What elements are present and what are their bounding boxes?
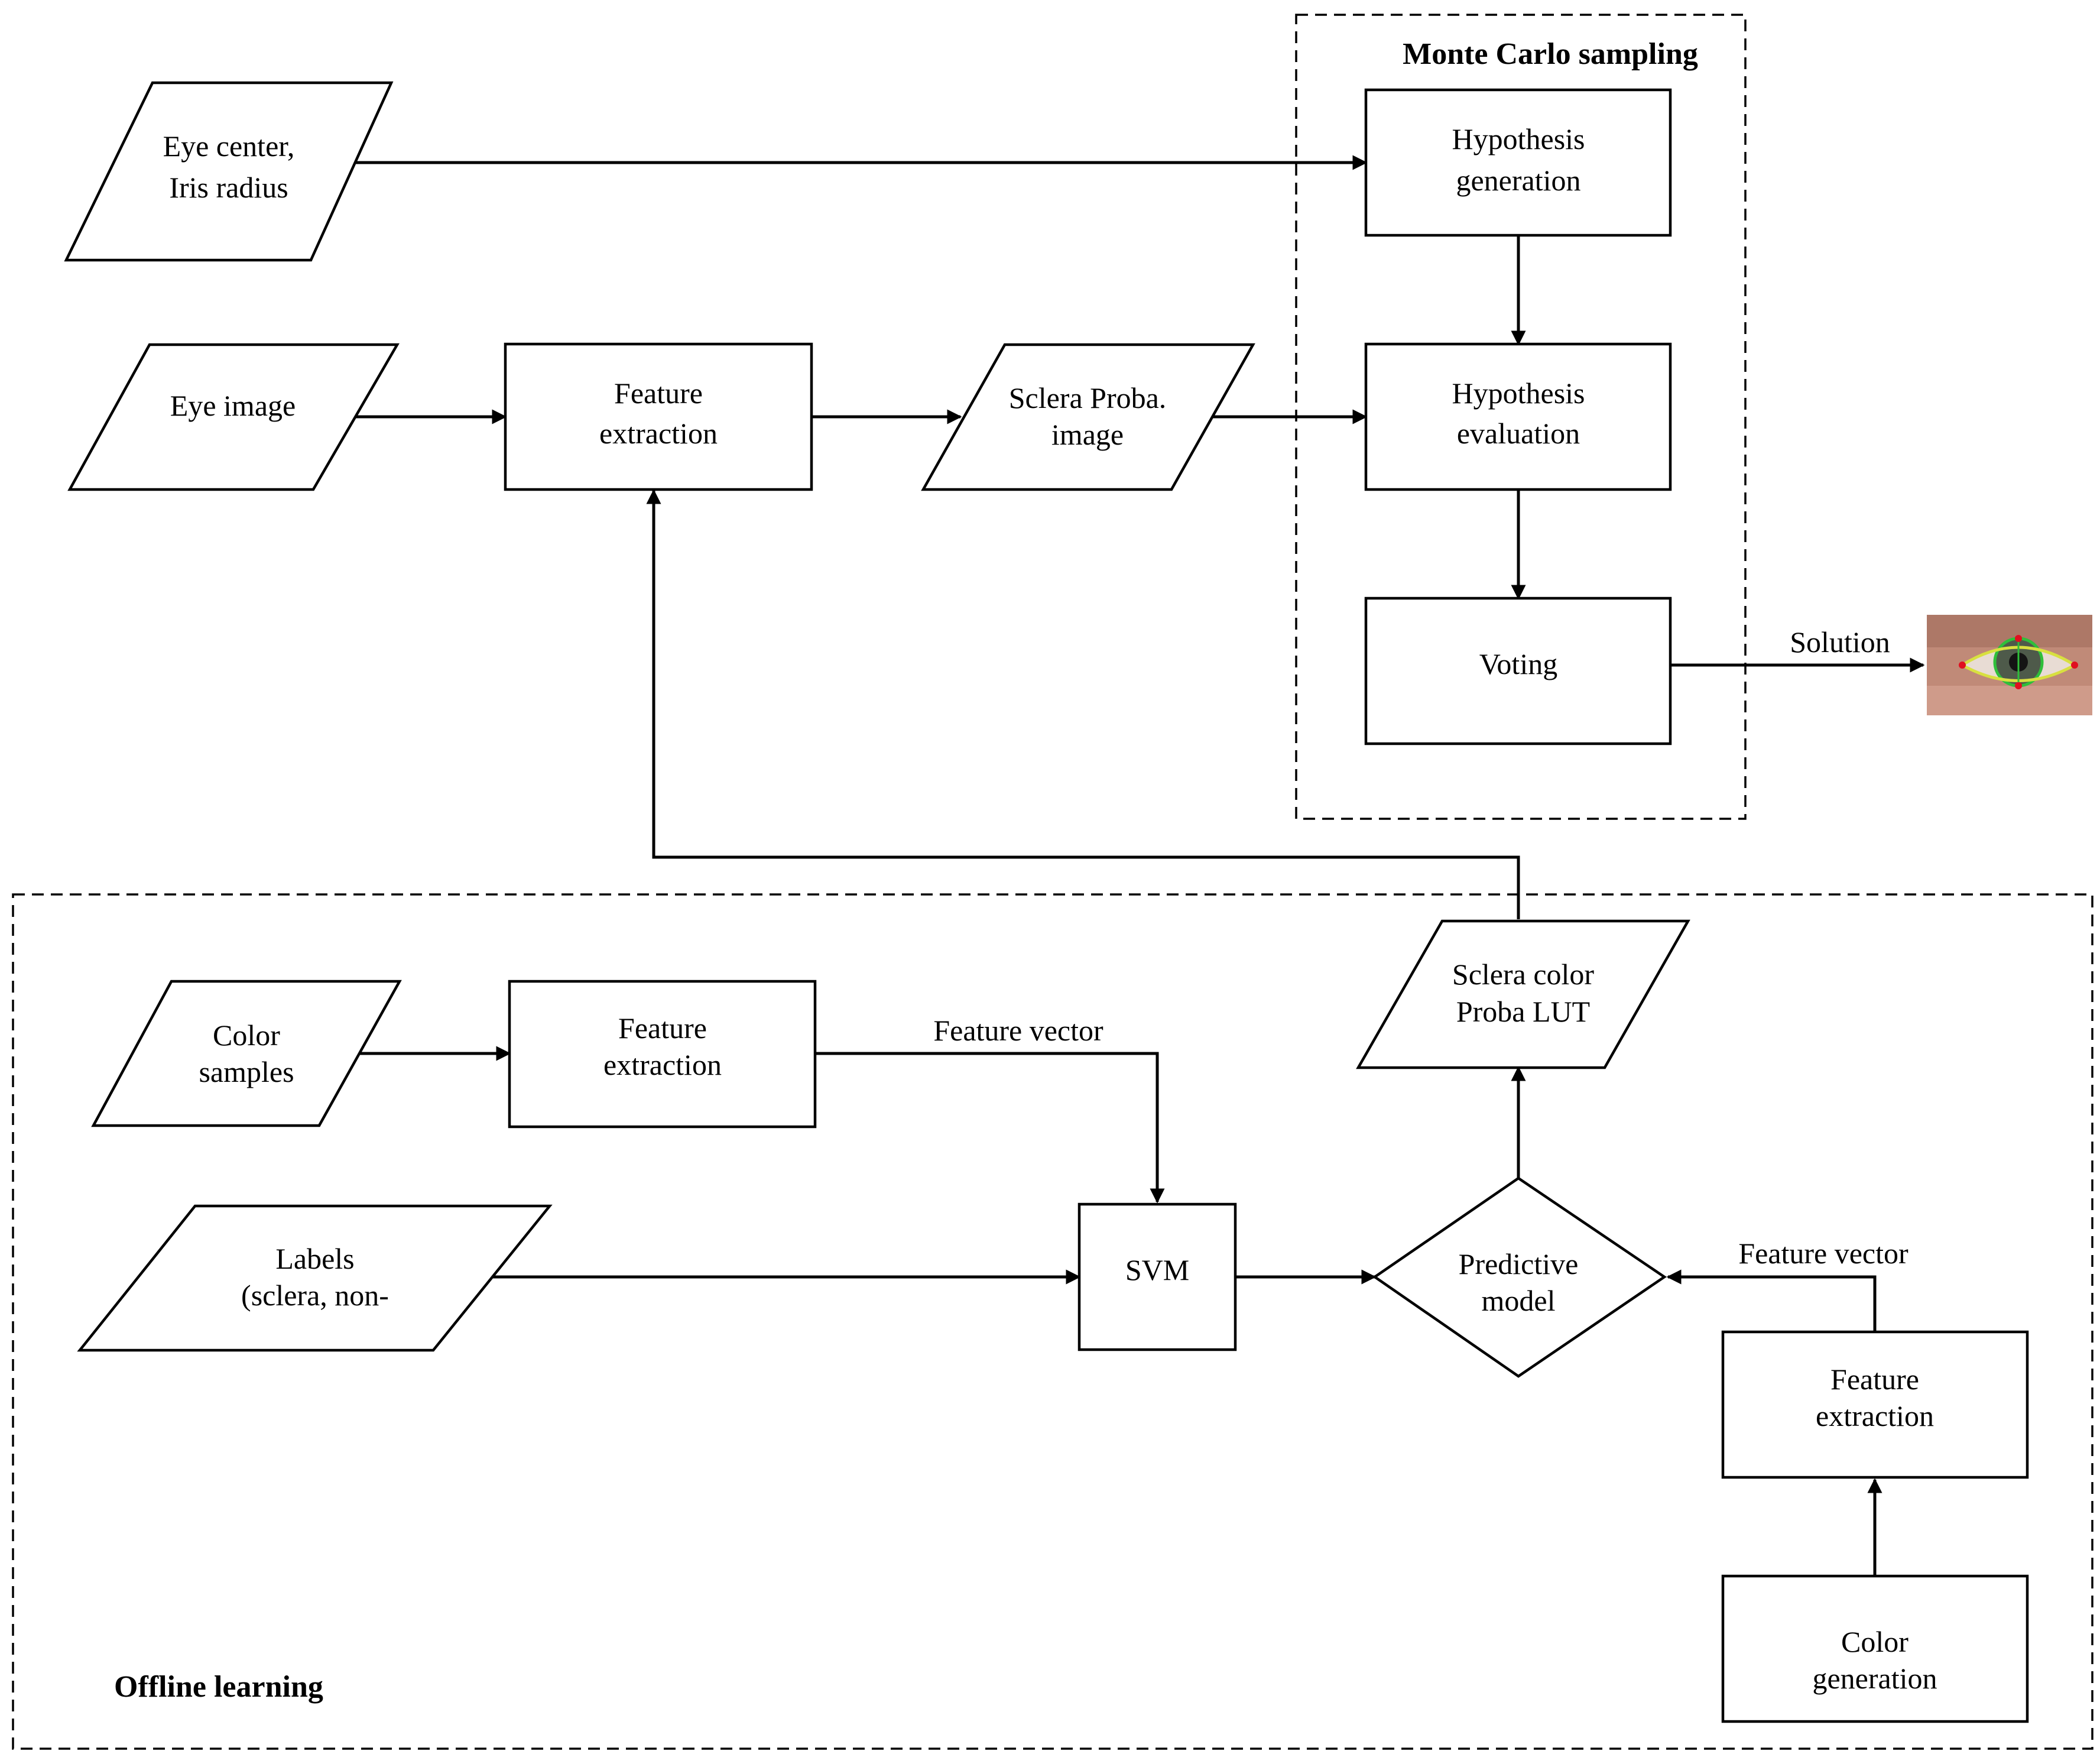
- node-voting: Voting: [1364, 596, 1672, 745]
- node-sclera-color-proba-lut: Sclera color Proba LUT: [1356, 919, 1690, 1069]
- svg-text:SVM: SVM: [1125, 1253, 1189, 1286]
- node-predictive-model: Predictive model: [1372, 1176, 1667, 1378]
- node-hypothesis-generation: Hypothesis generation: [1364, 88, 1672, 237]
- svg-text:extraction: extraction: [1816, 1399, 1934, 1432]
- svg-text:Eye center,: Eye center,: [163, 129, 295, 163]
- offline-learning-group: Offline learning: [12, 893, 2093, 1750]
- node-labels: Labels (sclera, non-: [77, 1204, 553, 1352]
- svg-text:extraction: extraction: [599, 417, 718, 450]
- offline-learning-title: Offline learning: [114, 1670, 323, 1704]
- node-eye-center-iris-radius: Eye center, Iris radius: [64, 81, 394, 262]
- feature-vector-label-mid: Feature vector: [933, 1014, 1103, 1047]
- node-feature-extraction-mid: Feature extraction: [508, 980, 817, 1129]
- svg-text:Proba LUT: Proba LUT: [1456, 995, 1590, 1028]
- monte-carlo-sampling-title: Monte Carlo sampling: [1403, 37, 1698, 71]
- monte-carlo-sampling-group: Monte Carlo sampling: [1295, 14, 1747, 820]
- svg-text:Color: Color: [1841, 1625, 1908, 1658]
- svg-text:Sclera color: Sclera color: [1452, 958, 1595, 991]
- node-eye-image: Eye image: [67, 343, 400, 491]
- svg-text:generation: generation: [1456, 164, 1580, 197]
- node-sclera-proba-image: Sclera Proba. image: [921, 343, 1255, 491]
- svg-text:model: model: [1482, 1284, 1556, 1317]
- feature-vector-label-right: Feature vector: [1738, 1237, 1908, 1270]
- svg-text:Hypothesis: Hypothesis: [1452, 377, 1585, 410]
- svg-text:Eye image: Eye image: [170, 389, 296, 422]
- node-svm: SVM: [1077, 1202, 1237, 1351]
- node-feature-extraction-right: Feature extraction: [1721, 1330, 2029, 1479]
- svg-text:Hypothesis: Hypothesis: [1452, 122, 1585, 155]
- node-color-samples: Color samples: [91, 980, 402, 1127]
- svg-text:(sclera, non-: (sclera, non-: [241, 1279, 389, 1312]
- node-color-generation: Color generation: [1721, 1574, 2029, 1723]
- svg-text:samples: samples: [199, 1055, 294, 1088]
- edge-lut-to-feature-extraction: [646, 489, 1520, 919]
- node-hypothesis-evaluation: Hypothesis evaluation: [1364, 342, 1672, 491]
- svg-text:Predictive: Predictive: [1459, 1247, 1579, 1280]
- svg-text:Sclera Proba.: Sclera Proba.: [1009, 381, 1167, 414]
- svg-text:Voting: Voting: [1479, 647, 1557, 680]
- svg-text:extraction: extraction: [603, 1048, 722, 1081]
- svg-text:Labels: Labels: [275, 1242, 354, 1275]
- svg-text:Iris radius: Iris radius: [169, 171, 288, 204]
- svg-text:Feature: Feature: [614, 377, 703, 410]
- solution-eye-image: [1927, 615, 2092, 715]
- edge-feature-extraction-to-svm: [815, 1052, 1165, 1204]
- svg-text:Feature: Feature: [618, 1011, 707, 1045]
- svg-text:image: image: [1051, 418, 1124, 451]
- svg-text:Feature: Feature: [1830, 1363, 1919, 1396]
- svg-text:generation: generation: [1812, 1662, 1937, 1695]
- solution-label: Solution: [1790, 625, 1890, 659]
- edge-feature-extraction-to-predictive-model: [1666, 1269, 1877, 1332]
- edges: [355, 155, 1925, 1576]
- node-feature-extraction-top: Feature extraction: [504, 342, 813, 491]
- svg-text:Color: Color: [213, 1019, 280, 1052]
- svg-text:evaluation: evaluation: [1457, 417, 1580, 450]
